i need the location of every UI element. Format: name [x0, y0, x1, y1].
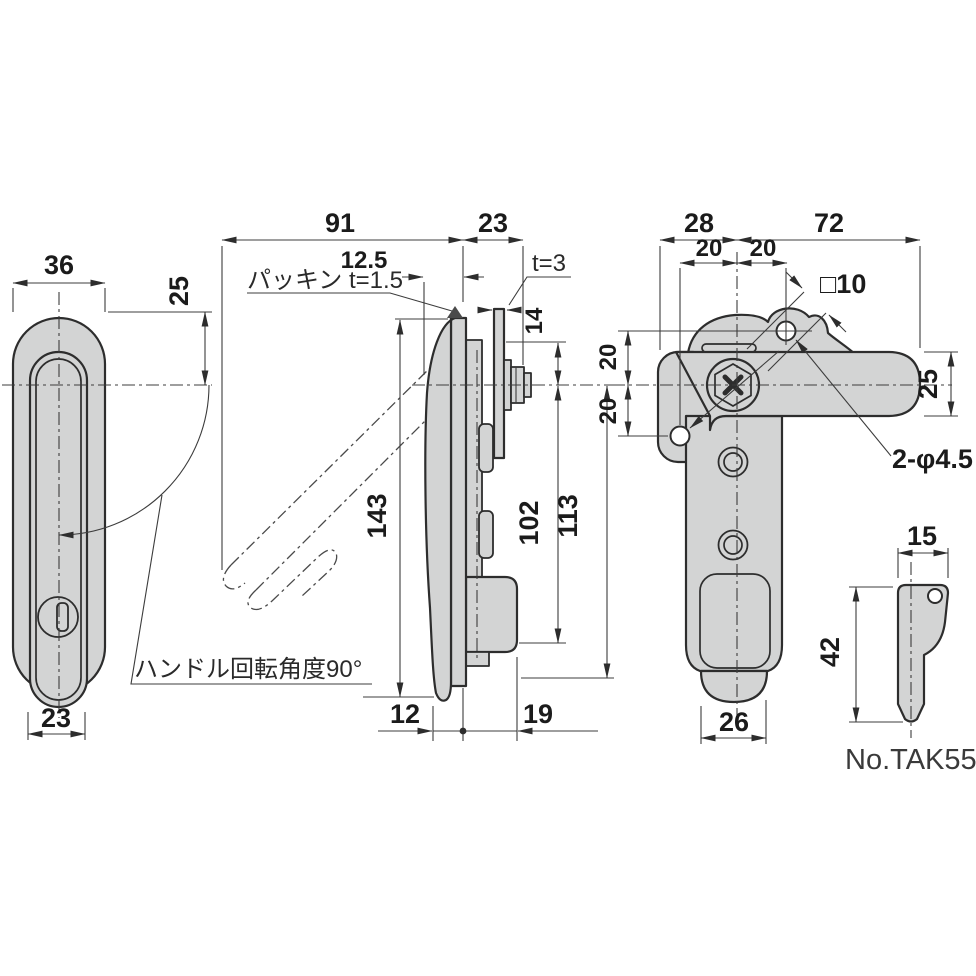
side-handle-profile — [424, 316, 457, 702]
dim-rear-body-width: 26 — [719, 707, 749, 737]
dim-front-base-width: 36 — [44, 250, 74, 280]
side-panel-plate — [492, 307, 506, 460]
rear-view: 28 72 20 20 20 20 □10 2-φ4.5 25 26 — [595, 208, 973, 744]
dim-rear-left-span: 28 — [684, 208, 714, 238]
rear-mount-hole-left — [669, 425, 691, 447]
rear-screw-top — [717, 446, 749, 478]
dim-key-length: 42 — [815, 637, 845, 667]
label-panel-thickness: t=3 — [532, 250, 566, 277]
packing-gasket — [447, 306, 463, 318]
key-ring-hole — [927, 588, 943, 604]
key-view: 15 42 No.TAK55 — [815, 521, 976, 776]
dim-key-width: 15 — [907, 521, 937, 551]
square-dim-arrow-lower — [828, 314, 847, 333]
dim-rear-hole-right: 20 — [750, 235, 777, 262]
dim-side-tip-offset: 12 — [390, 699, 420, 729]
rear-span-extension-lines — [659, 246, 921, 350]
dim-rear-right-span: 72 — [814, 208, 844, 238]
dim-front-handle-width: 23 — [41, 703, 71, 733]
label-packing: パッキン t=1.5 — [247, 267, 403, 294]
rear-grip-slot — [701, 343, 757, 353]
dim-side-open-reach: 91 — [325, 208, 355, 238]
holes-leader-upper — [795, 339, 892, 457]
dim-rear-hole-left: 20 — [696, 235, 723, 262]
label-handle-rotation: ハンドル回転角度90° — [134, 656, 362, 683]
dim-rear-arm-width: 25 — [913, 369, 943, 399]
rear-bottom-tip — [699, 669, 769, 704]
dim-side-rear-depth: 23 — [478, 208, 508, 238]
label-mount-holes: 2-φ4.5 — [892, 444, 973, 474]
holes-leader-lower — [689, 350, 780, 429]
key-length-extension-lines — [849, 586, 903, 723]
dim-side-behind-panel: 19 — [523, 699, 553, 729]
front-width-extension-lines — [12, 288, 106, 312]
keyhole-slot — [56, 602, 69, 632]
dim-side-front-offset: 12.5 — [341, 247, 388, 274]
dim-side-top-to-center: 14 — [521, 307, 548, 334]
side-base-plate — [449, 316, 468, 688]
rear-body-cutout — [699, 573, 771, 669]
side-open-extension-lines — [221, 246, 464, 570]
panel-thickness-leader — [508, 276, 571, 306]
rotation-label-leader — [130, 494, 372, 685]
square-dim-arrow-upper — [785, 271, 803, 289]
side-view: 91 23 12.5 パッキン t=1.5 t=3 14 143 102 113 — [221, 208, 618, 741]
dim-side-center-to-block: 102 — [514, 500, 544, 545]
side-cam-lug-bottom — [478, 510, 494, 559]
rear-screw-bottom — [717, 529, 749, 561]
part-number: No.TAK55 — [845, 744, 976, 776]
dim-dot-terminator — [459, 727, 467, 735]
side-rear-block — [464, 575, 519, 654]
phantom-open-handle — [222, 360, 453, 611]
dim-side-center-to-bottom: 113 — [553, 494, 583, 538]
packing-leader — [247, 292, 453, 312]
side-cam-lug-top — [478, 423, 494, 473]
key-outline — [896, 583, 950, 723]
label-square-hole: □10 — [820, 269, 866, 299]
handle-rotation-arc — [58, 384, 210, 539]
front-view: 36 23 25 ハンドル回転角度90° — [2, 250, 372, 740]
dim-rear-hole-up: 20 — [595, 344, 622, 371]
dim-rear-hole-down: 20 — [595, 398, 622, 425]
side-rear-tab — [465, 651, 490, 667]
dim-front-top-offset: 25 — [164, 276, 194, 306]
dim-side-total-height: 143 — [362, 493, 392, 538]
